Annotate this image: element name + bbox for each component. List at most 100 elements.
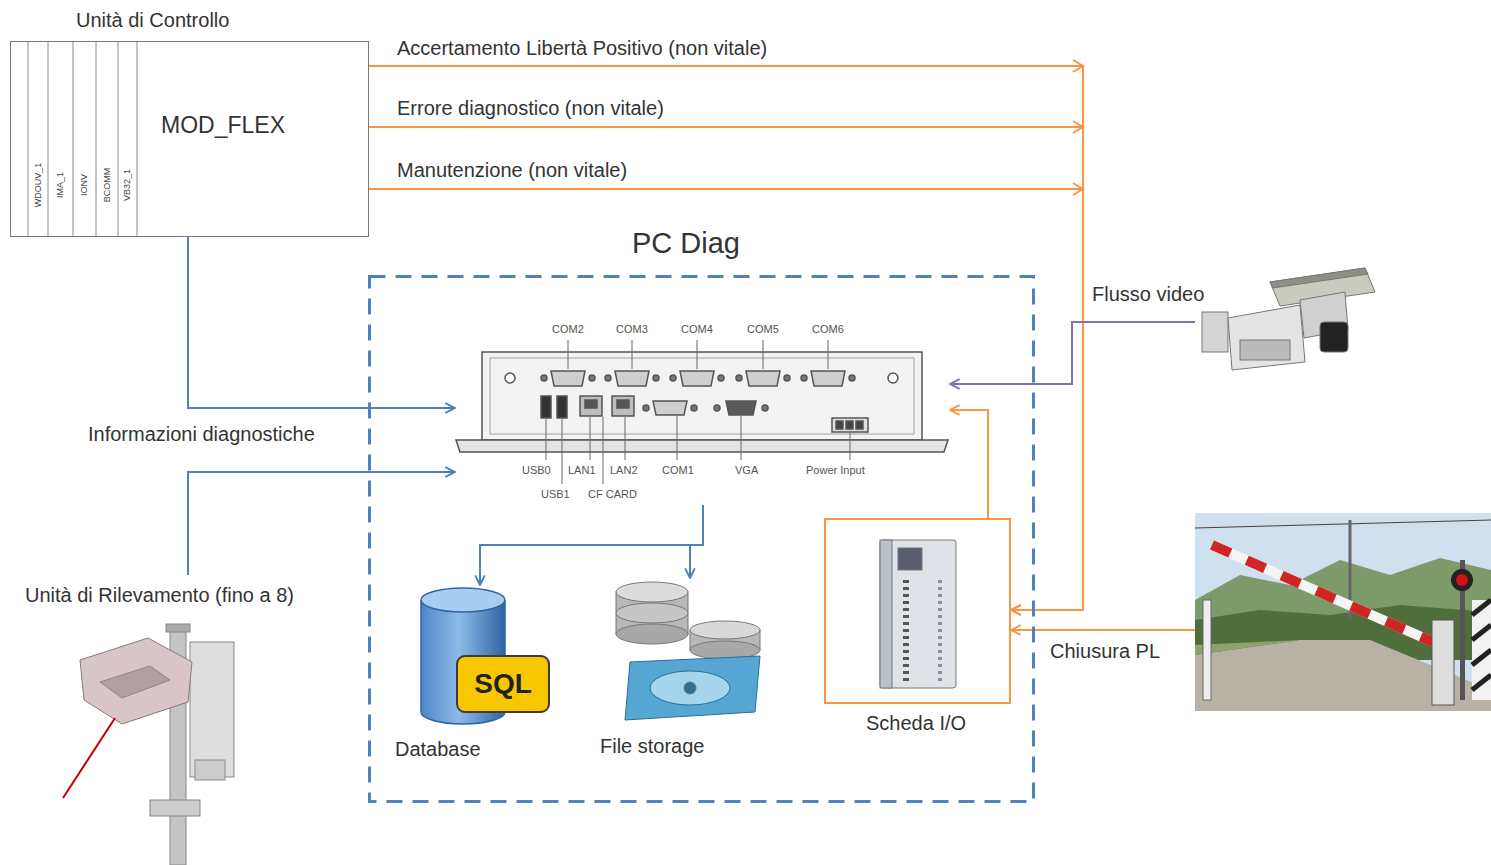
signal-arrow <box>950 410 988 518</box>
slot-label: BCOMM <box>102 168 112 203</box>
level-crossing: Chiusura PL <box>1195 513 1491 711</box>
region-heading: PC Diag <box>632 227 740 260</box>
level-crossing-photo-part <box>1472 675 1491 690</box>
control-unit-slots-part <box>118 41 119 237</box>
pc-chassis-part <box>551 371 585 386</box>
pc-chassis-part <box>718 375 724 381</box>
port-label: USB0 <box>522 464 551 477</box>
level-crossing-photo-part <box>1451 569 1473 591</box>
signal-arrow <box>369 66 1083 610</box>
port-label: COM1 <box>662 464 694 477</box>
pc-chassis-part <box>612 396 634 416</box>
pc-chassis-part <box>505 373 515 383</box>
camera-part <box>1320 322 1348 352</box>
node-label: Scheda I/O <box>866 712 966 735</box>
pc-chassis-part <box>490 358 914 434</box>
signal-arrow <box>1011 629 1195 631</box>
io-board-box: Scheda I/O <box>824 518 1011 704</box>
pc-chassis-part <box>856 421 863 429</box>
port-leader-lines-part <box>850 433 851 460</box>
port-leader-lines-part <box>741 416 742 460</box>
detection-unit-part <box>80 638 192 724</box>
database-cylinder-part <box>421 588 505 612</box>
pc-chassis-part <box>541 396 551 418</box>
io-board-device-part <box>898 548 922 570</box>
detection-unit-part <box>100 666 170 698</box>
port-leader-lines-part <box>763 340 764 369</box>
control-unit-slots <box>28 41 137 237</box>
node-label: Database <box>395 738 481 761</box>
pc-chassis-part <box>832 418 868 432</box>
port-label: VGA <box>735 464 758 477</box>
port-leader-lines-part <box>546 419 547 460</box>
level-crossing-photo-part <box>1456 574 1468 586</box>
file-storage-icon-part <box>625 656 760 720</box>
sql-badge-text: SQL <box>474 668 532 700</box>
control-unit-slots-part <box>137 41 138 237</box>
signal-arrow <box>188 237 455 408</box>
port-label: COM2 <box>552 323 584 336</box>
file-storage-icon <box>616 582 760 720</box>
port-label: Power Input <box>806 464 865 477</box>
port-label: COM3 <box>616 323 648 336</box>
pc-chassis-part <box>849 375 855 381</box>
pc-chassis-part <box>585 400 597 408</box>
detection-unit <box>63 624 234 865</box>
port-leader-lines-part <box>697 340 698 369</box>
node-label: Chiusura PL <box>1050 640 1160 663</box>
io-board-device-part <box>938 580 942 682</box>
io-board-device-part <box>903 580 909 682</box>
io-board-device <box>880 540 956 688</box>
pc-chassis-part <box>456 440 948 452</box>
node-title: MOD_FLEX <box>161 112 285 138</box>
control-unit-slots-part <box>96 41 97 237</box>
pc-chassis-part <box>888 373 898 383</box>
io-board-device-part <box>880 540 956 688</box>
pc-chassis-part <box>836 421 843 429</box>
level-crossing-photo <box>1195 513 1491 711</box>
detection-unit: Unità di Rilevamento (fino a 8) <box>20 575 355 865</box>
database-cylinder-part <box>457 656 549 712</box>
pc-chassis-part <box>680 371 714 386</box>
level-crossing-photo-part <box>1472 600 1491 615</box>
database-cylinder <box>421 588 549 724</box>
camera-part <box>1202 312 1228 352</box>
pc-chassis-part <box>557 396 567 418</box>
port-label: USB1 <box>541 488 570 501</box>
control-unit-slots-part <box>28 41 29 237</box>
port-leader-lines-part <box>632 340 633 369</box>
signal-arrow <box>369 127 1083 610</box>
camera-part <box>1240 340 1290 360</box>
pc-chassis-part <box>605 375 611 381</box>
detection-unit-part <box>195 760 225 780</box>
port-label: COM5 <box>747 323 779 336</box>
signal-arrow <box>480 505 703 585</box>
pc-chassis-part <box>811 371 845 386</box>
node-label: Flusso video <box>1092 283 1204 306</box>
pc-chassis-part <box>691 405 697 411</box>
level-crossing-photo-part <box>1472 650 1491 665</box>
port-leader-lines-part <box>568 340 569 369</box>
file-storage-icon-part <box>616 582 688 602</box>
pc-chassis-part <box>653 375 659 381</box>
pc-chassis-part <box>762 405 768 411</box>
pc-chassis-part <box>617 400 629 408</box>
level-crossing-photo-part <box>1195 520 1491 528</box>
control-unit-slots-part <box>73 41 74 237</box>
signal-arrow <box>188 472 455 575</box>
control-unit-box: Unità di ControlloMOD_FLEX <box>10 41 369 237</box>
port-leader-lines <box>546 340 850 484</box>
port-leader-lines-part <box>562 419 563 484</box>
detection-unit-part <box>166 624 190 632</box>
camera <box>1202 268 1375 370</box>
pc-chassis-part <box>746 371 780 386</box>
pc-chassis-part <box>726 401 756 415</box>
port-leader-lines-part <box>828 340 829 369</box>
node-label: File storage <box>600 735 705 758</box>
pc-chassis-part <box>846 421 853 429</box>
port-leader-lines-part <box>590 417 591 460</box>
detection-unit-part <box>150 800 200 816</box>
file-storage-icon: File storage <box>590 578 765 758</box>
